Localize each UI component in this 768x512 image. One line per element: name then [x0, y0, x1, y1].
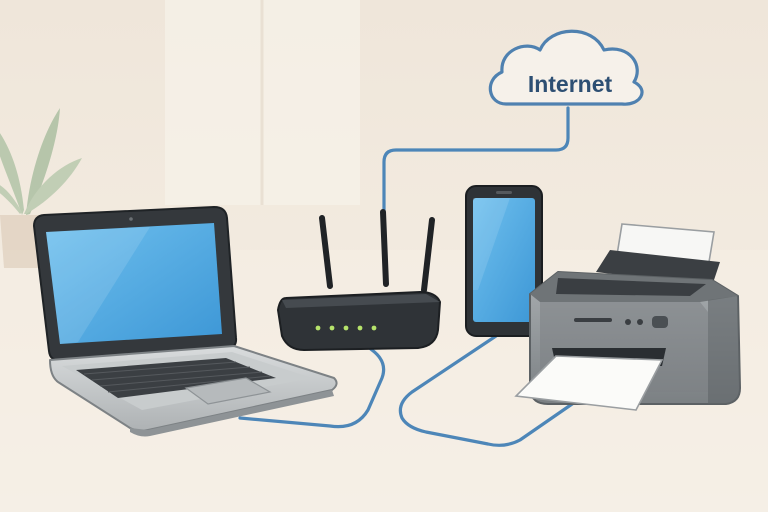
printer-icon [514, 223, 741, 411]
cloud-label: Internet [528, 71, 613, 97]
smartphone-icon [465, 185, 543, 337]
phone-screen [473, 198, 535, 322]
internet-cloud-icon: Internet [488, 29, 644, 106]
router-icon [276, 209, 442, 352]
laptop-keyboard [76, 358, 276, 398]
laptop-screen [46, 223, 222, 344]
router-leds [315, 325, 377, 331]
network-cables [238, 106, 577, 447]
router-antennas [319, 209, 435, 293]
plant-icon [0, 108, 82, 268]
printer-output-paper [514, 355, 664, 411]
laptop-trackpad [184, 377, 272, 405]
cable-phone-printer [398, 334, 577, 447]
cable-laptop-router [238, 343, 386, 429]
cable-cloud-router [382, 106, 570, 214]
laptop-icon [32, 205, 338, 437]
printer-power-button [652, 316, 668, 328]
